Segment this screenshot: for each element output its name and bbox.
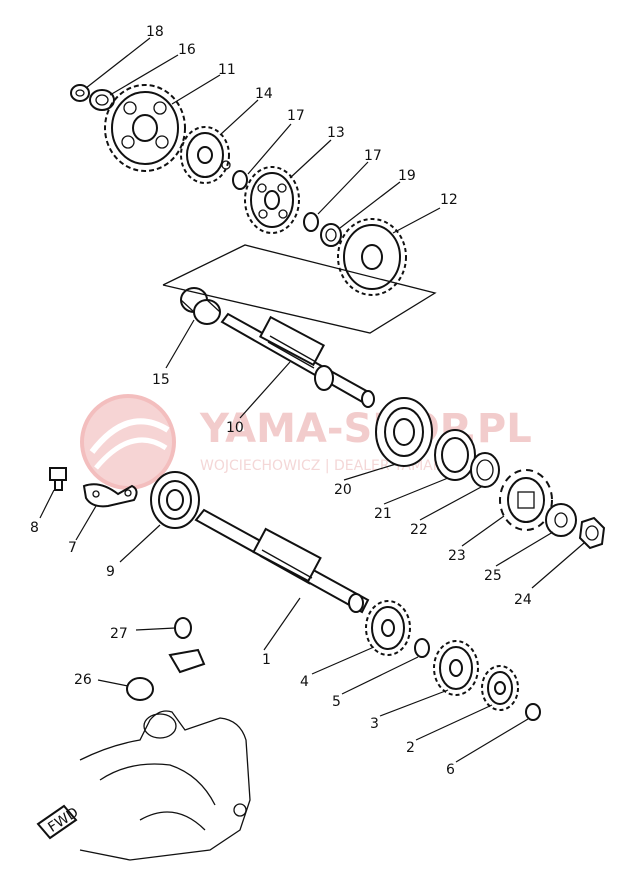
label-11: 11 [218, 62, 236, 78]
part-21-oil-seal [434, 429, 476, 481]
assembly-bracket [162, 244, 437, 334]
label-9: 9 [106, 564, 115, 580]
label-26: 26 [74, 672, 92, 688]
label-13: 13 [327, 125, 345, 141]
part-8-bolt [49, 467, 67, 491]
part-23-drive-sprocket [499, 469, 553, 531]
label-16: 16 [178, 42, 196, 58]
label-12: 12 [440, 192, 458, 208]
part-2-gear [481, 665, 519, 711]
part-13-gear [244, 166, 300, 234]
part-24-nut [578, 516, 606, 550]
part-26-cap [126, 677, 154, 701]
part-9-bearing [150, 471, 200, 529]
part-7-stopper-plate [82, 483, 138, 508]
label-17-lower: 17 [364, 148, 382, 164]
part-4-gear [365, 600, 411, 656]
part-22-collar [470, 452, 500, 488]
part-1-main-axle [194, 508, 370, 614]
label-6: 6 [446, 762, 455, 778]
watermark-brand: YAMA-SHOP.PL [199, 406, 532, 452]
part-10-countershaft [220, 312, 375, 408]
label-22: 22 [410, 522, 428, 538]
fwd-arrow: FWD [36, 805, 81, 840]
part-18-circlip [70, 84, 90, 102]
crankcase-outline [79, 710, 251, 861]
label-20: 20 [334, 482, 352, 498]
part-17-circlip-upper [232, 170, 248, 190]
leader-lines [39, 37, 585, 763]
label-2: 2 [406, 740, 415, 756]
watermark: YAMA-SHOP.PL WOJCIECHOWICZ | DEALER YAMA… [80, 394, 532, 490]
label-8: 8 [30, 520, 39, 536]
label-25: 25 [484, 568, 502, 584]
watermark-logo [80, 394, 176, 490]
part-labels: 18 16 11 14 17 13 17 19 12 15 10 20 21 2… [30, 24, 532, 778]
label-24: 24 [514, 592, 532, 608]
part-15-bushing [180, 287, 221, 325]
part-19-washer [320, 223, 342, 247]
label-7: 7 [68, 540, 77, 556]
part-6-circlip [525, 703, 541, 721]
part-27-plug [174, 617, 192, 639]
part-14-gear [180, 126, 231, 184]
part-16-washer [89, 89, 115, 111]
label-23: 23 [448, 548, 466, 564]
label-15: 15 [152, 372, 170, 388]
part-27-clip [168, 648, 206, 674]
label-18: 18 [146, 24, 164, 40]
part-20-bearing [375, 397, 433, 467]
label-3: 3 [370, 716, 379, 732]
label-27: 27 [110, 626, 128, 642]
label-5: 5 [332, 694, 341, 710]
label-21: 21 [374, 506, 392, 522]
part-3-gear [433, 640, 479, 696]
part-17-circlip-lower [303, 212, 319, 232]
label-4: 4 [300, 674, 309, 690]
label-1: 1 [262, 652, 271, 668]
part-5-circlip [414, 638, 430, 658]
part-11-gear [104, 84, 186, 172]
part-25-lock-washer [545, 503, 577, 537]
label-19: 19 [398, 168, 416, 184]
label-14: 14 [255, 86, 273, 102]
label-17-upper: 17 [287, 108, 305, 124]
label-10: 10 [226, 420, 244, 436]
